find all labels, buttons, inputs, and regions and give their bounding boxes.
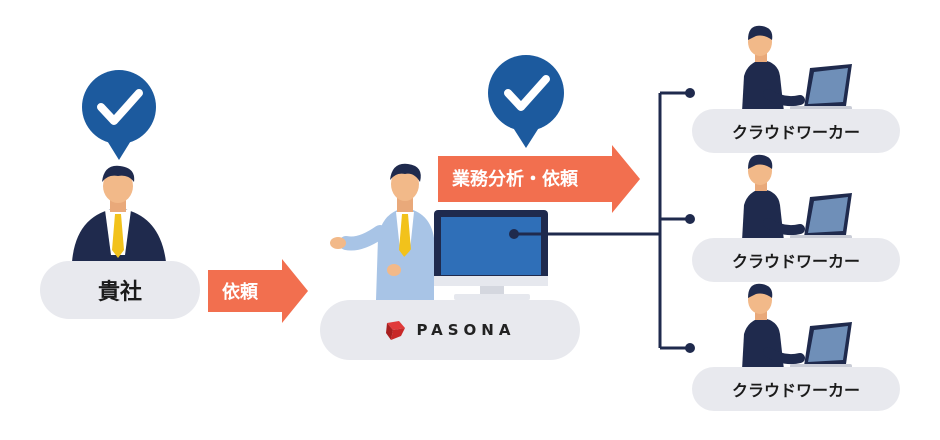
laptop-worker-icon <box>742 25 852 112</box>
worker-label: クラウドワーカー <box>731 123 860 142</box>
connector-lines <box>509 88 695 353</box>
analysis-arrow <box>438 145 640 213</box>
check-badge-icon <box>82 70 156 160</box>
worker-pill: クラウドワーカー <box>692 109 900 153</box>
request-label: 依頼 <box>222 282 258 303</box>
worker-pill: クラウドワーカー <box>692 238 900 282</box>
pasona-logo <box>385 321 405 340</box>
client-label: 貴社 <box>97 280 142 305</box>
analysis-label: 業務分析・依頼 <box>452 169 578 190</box>
client-pill: 貴社 <box>40 261 200 319</box>
businessman-icon <box>72 165 166 262</box>
worker-label: クラウドワーカー <box>731 381 860 400</box>
presenter-icon <box>330 163 434 300</box>
request-arrow <box>208 259 308 323</box>
monitor-icon <box>434 210 548 300</box>
pasona-pill: PASONA <box>320 300 580 360</box>
pasona-label: PASONA <box>416 321 516 339</box>
laptop-worker-icon <box>742 283 852 370</box>
check-badge-icon <box>488 55 564 148</box>
laptop-worker-icon <box>742 154 852 241</box>
worker-label: クラウドワーカー <box>731 252 860 271</box>
worker-pill: クラウドワーカー <box>692 367 900 411</box>
